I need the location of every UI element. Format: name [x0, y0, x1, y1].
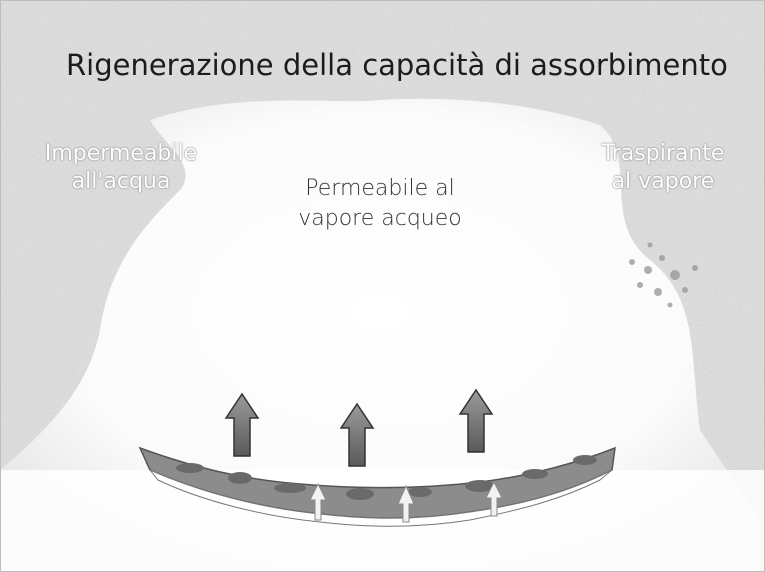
left-label-line-1: Impermeabile [44, 141, 198, 166]
slide-title: Rigenerazione della capacità di assorbim… [66, 48, 728, 82]
up-arrow-icon [339, 402, 375, 467]
membrane-layer-icon [138, 446, 616, 527]
center-label: Permeabile al vapore acqueo [235, 174, 525, 234]
up-arrow-icon [458, 388, 494, 453]
center-label-line-1: Permeabile al [305, 176, 455, 201]
right-side-label: Traspirante al vapore [568, 140, 758, 196]
right-label-line-2: al vapore [611, 169, 715, 194]
vapor-droplets-icon [629, 242, 698, 308]
vapor-cloud-shape [0, 98, 760, 572]
right-label-line-1: Traspirante [601, 141, 725, 166]
center-label-line-2: vapore acqueo [298, 206, 462, 231]
up-arrow-icon [224, 392, 260, 457]
left-side-label: Impermeabile all'acqua [26, 140, 216, 196]
left-label-line-2: all'acqua [71, 169, 171, 194]
